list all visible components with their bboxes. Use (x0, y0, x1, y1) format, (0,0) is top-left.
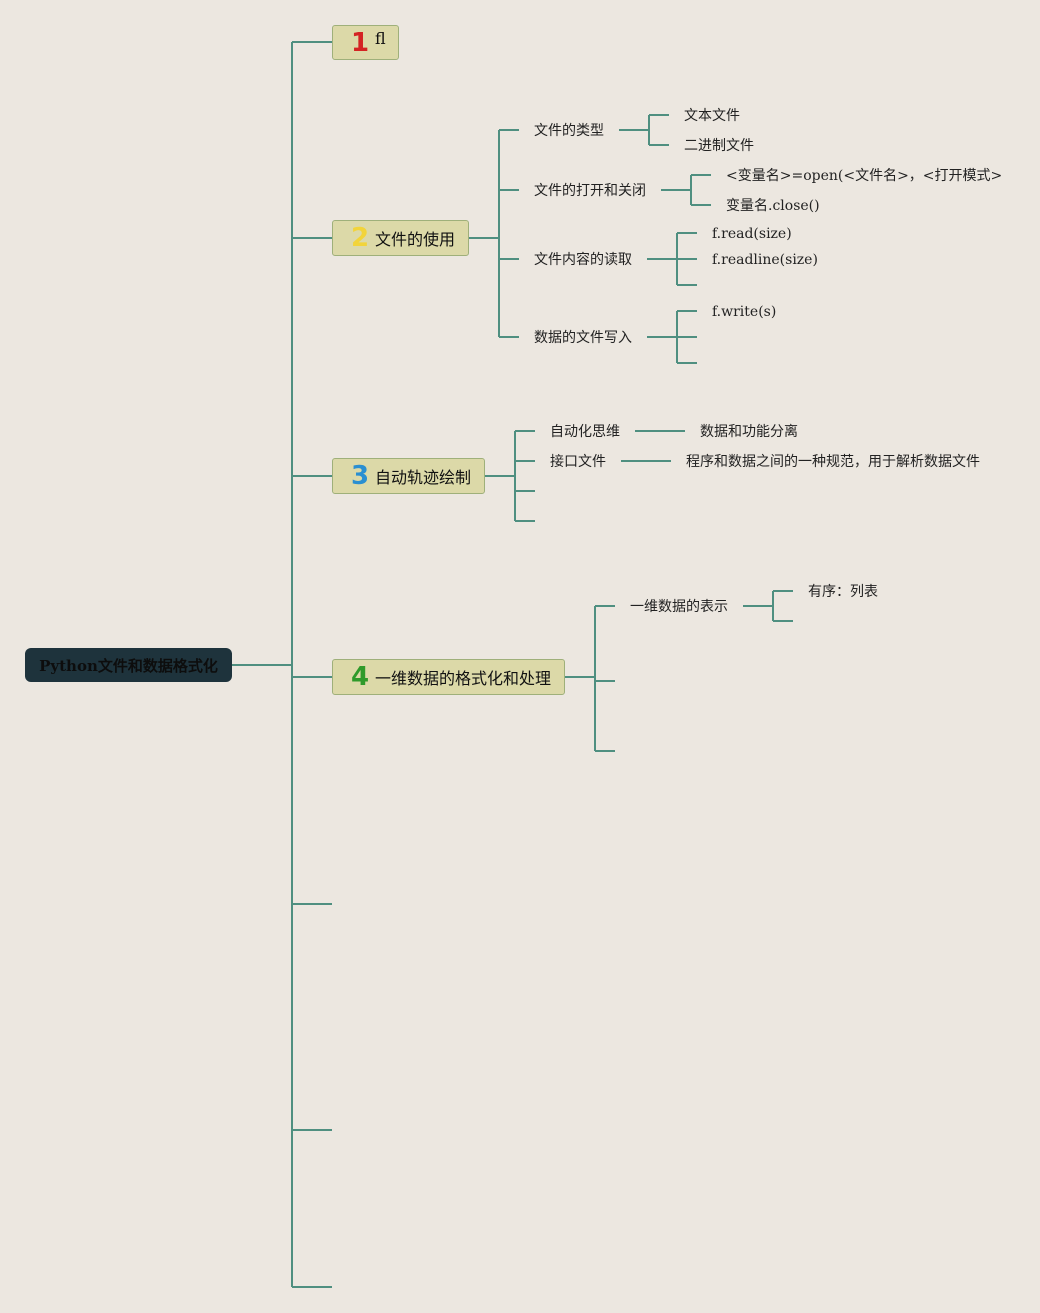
branch-1-label: fl (375, 29, 386, 48)
leaf-close-syntax[interactable]: 变量名.close() (726, 198, 820, 214)
leaf-binary-file[interactable]: 二进制文件 (684, 138, 754, 154)
leaf-interface-definition[interactable]: 程序和数据之间的一种规范，用于解析数据文件 (686, 454, 980, 470)
topic-file-read[interactable]: 文件内容的读取 (534, 252, 632, 268)
topic-automation-thinking[interactable]: 自动化思维 (550, 424, 620, 440)
number-1-icon: 1 (350, 27, 370, 58)
number-3-icon: 3 (350, 461, 370, 491)
number-2-icon: 2 (350, 223, 370, 253)
leaf-text-file[interactable]: 文本文件 (684, 108, 740, 124)
branch-3-node[interactable]: 3 自动轨迹绘制 (332, 458, 485, 494)
leaf-read[interactable]: f.read(size) (712, 226, 792, 242)
branch-3-label: 自动轨迹绘制 (375, 468, 472, 487)
branch-4-label: 一维数据的格式化和处理 (375, 669, 552, 688)
branch-4-node[interactable]: 4 一维数据的格式化和处理 (332, 659, 565, 695)
topic-one-dim-representation[interactable]: 一维数据的表示 (630, 599, 728, 615)
root-node[interactable]: Python文件和数据格式化 (25, 648, 232, 682)
leaf-open-syntax[interactable]: <变量名>=open(<文件名>，<打开模式> (726, 168, 1003, 184)
leaf-ordered-list[interactable]: 有序：列表 (808, 584, 878, 600)
topic-file-types[interactable]: 文件的类型 (534, 123, 604, 139)
number-4-icon: 4 (350, 662, 370, 692)
topic-file-open-close[interactable]: 文件的打开和关闭 (534, 183, 646, 199)
topic-file-write[interactable]: 数据的文件写入 (534, 330, 632, 346)
leaf-write[interactable]: f.write(s) (712, 304, 777, 320)
topic-interface-file[interactable]: 接口文件 (550, 454, 606, 470)
branch-2-node[interactable]: 2 文件的使用 (332, 220, 469, 256)
leaf-readline[interactable]: f.readline(size) (712, 252, 818, 268)
leaf-data-function-separation[interactable]: 数据和功能分离 (700, 424, 798, 440)
branch-1-node[interactable]: 1 fl (332, 25, 399, 60)
branch-2-label: 文件的使用 (375, 230, 456, 249)
root-label: Python文件和数据格式化 (39, 656, 218, 675)
